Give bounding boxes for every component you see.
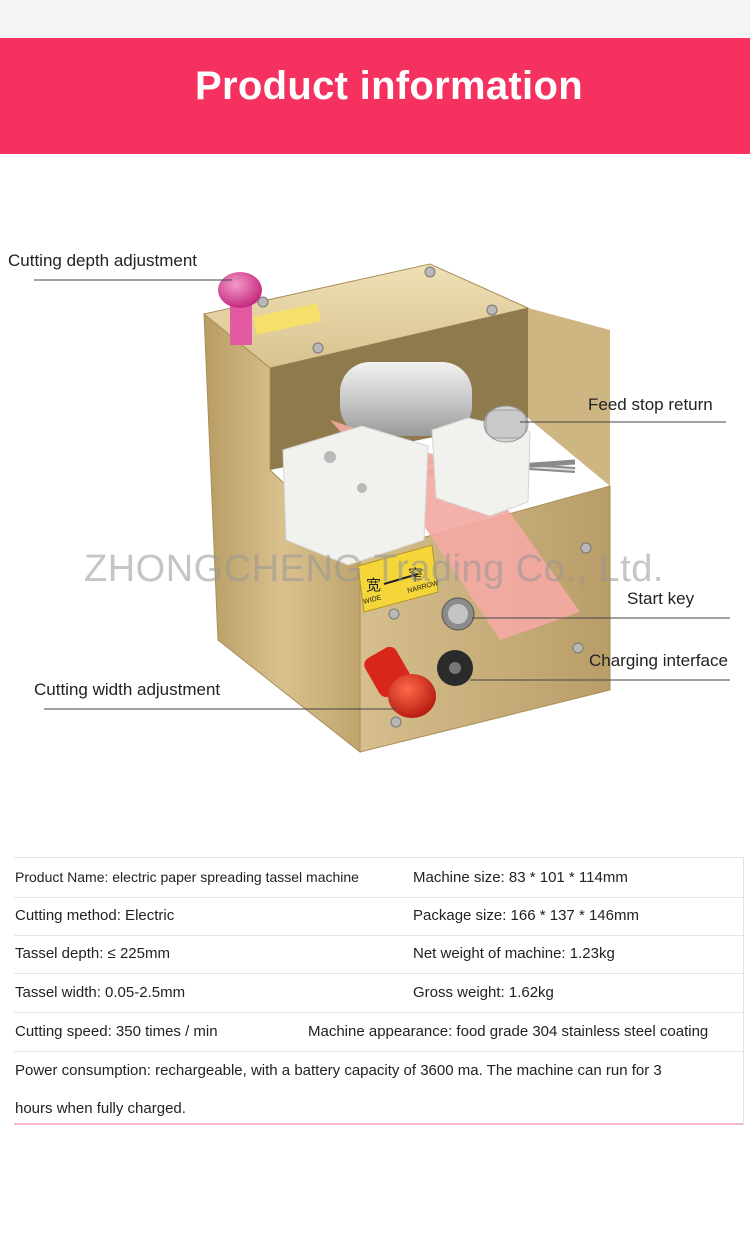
header-banner <box>0 38 750 154</box>
spec-cutting-method: Cutting method: Electric <box>15 907 175 924</box>
callout-start-key: Start key <box>627 589 695 608</box>
spec-power-line-2: hours when fully charged. <box>15 1100 186 1117</box>
wide-label: WIDE <box>363 594 383 606</box>
spec-product-name: Product Name: electric paper spreading t… <box>15 869 359 885</box>
spec-gross-weight: Gross weight: 1.62kg <box>413 984 554 1001</box>
spec-machine-appearance: Machine appearance: food grade 304 stain… <box>308 1023 709 1040</box>
table-row: Cutting method: Electric Package size: 1… <box>14 897 743 936</box>
narrow-cn-label: 窄 <box>408 566 423 584</box>
spec-machine-size: Machine size: 83 * 101 * 114mm <box>413 869 628 886</box>
spec-net-weight: Net weight of machine: 1.23kg <box>413 945 615 962</box>
spec-tassel-width: Tassel width: 0.05-2.5mm <box>15 984 186 1001</box>
machine-illustration: 宽 窄 WIDE NARROW <box>34 263 730 754</box>
table-row: Tassel width: 0.05-2.5mm Gross weight: 1… <box>14 973 743 1013</box>
spec-package-size: Package size: 166 * 137 * 146mm <box>413 907 639 924</box>
spec-tassel-depth: Tassel depth: ≤ 225mm <box>15 945 170 962</box>
callout-charging: Charging interface <box>589 651 728 670</box>
callout-cutting-depth: Cutting depth adjustment <box>8 251 198 270</box>
table-bottom-border <box>14 1123 743 1125</box>
watermark: ZHONGCHENG Trading Co., Ltd. <box>84 548 664 590</box>
spec-table: Product Name: electric paper spreading t… <box>14 857 744 1125</box>
page-title: Product information <box>195 64 583 108</box>
wide-cn-label: 宽 <box>366 576 381 594</box>
product-figure: 宽 窄 WIDE NARROW <box>0 230 750 790</box>
table-row: Product Name: electric paper spreading t… <box>14 858 743 898</box>
callout-feed-stop: Feed stop return <box>588 395 713 414</box>
spec-power-line-1: Power consumption: rechargeable, with a … <box>15 1062 662 1079</box>
table-row: Tassel depth: ≤ 225mm Net weight of mach… <box>14 935 743 974</box>
spec-cutting-speed: Cutting speed: 350 times / min <box>15 1023 218 1040</box>
top-strip <box>0 0 750 38</box>
callout-cutting-width: Cutting width adjustment <box>34 680 221 699</box>
table-row: Cutting speed: 350 times / min Machine a… <box>14 1012 743 1052</box>
